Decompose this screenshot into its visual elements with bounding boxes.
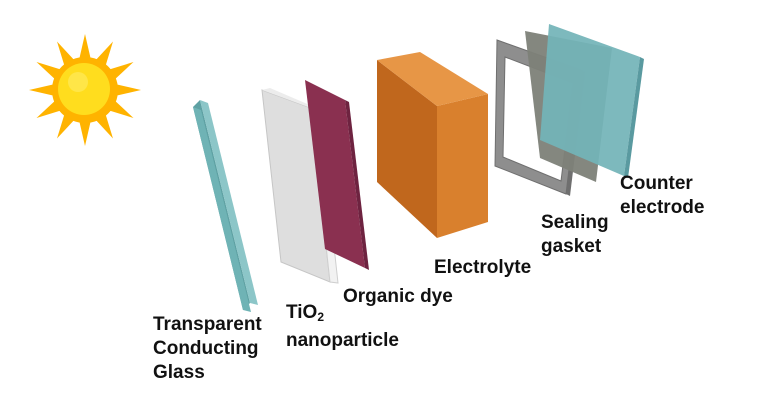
sun-ray [29, 84, 55, 96]
transparent-conducting-glass [193, 100, 258, 312]
sun-ray [95, 41, 113, 67]
sun-ray [79, 34, 91, 60]
sun-ray [115, 84, 141, 96]
sun-ray [57, 41, 75, 67]
sun-ray [57, 113, 75, 139]
sun-ray [36, 62, 62, 80]
counter-electrode [525, 24, 644, 182]
label-transparent-conducting-glass: Transparent Conducting Glass [153, 314, 262, 383]
sun-ray [36, 100, 62, 118]
label-tio2-nanoparticle: TiO2 nanoparticle [286, 302, 399, 351]
sun-ray [108, 62, 134, 80]
sun-ray [95, 113, 113, 139]
electrolyte-block [377, 52, 488, 238]
sun-ray [108, 100, 134, 118]
label-electrolyte: Electrolyte [434, 257, 532, 278]
sun-ray [79, 120, 91, 146]
label-organic-dye: Organic dye [343, 286, 453, 307]
organic-dye-layer [305, 80, 369, 270]
label-sealing-gasket: Sealing gasket [541, 212, 609, 257]
sun-icon [29, 34, 141, 146]
label-counter-electrode: Counter electrode [620, 173, 705, 218]
